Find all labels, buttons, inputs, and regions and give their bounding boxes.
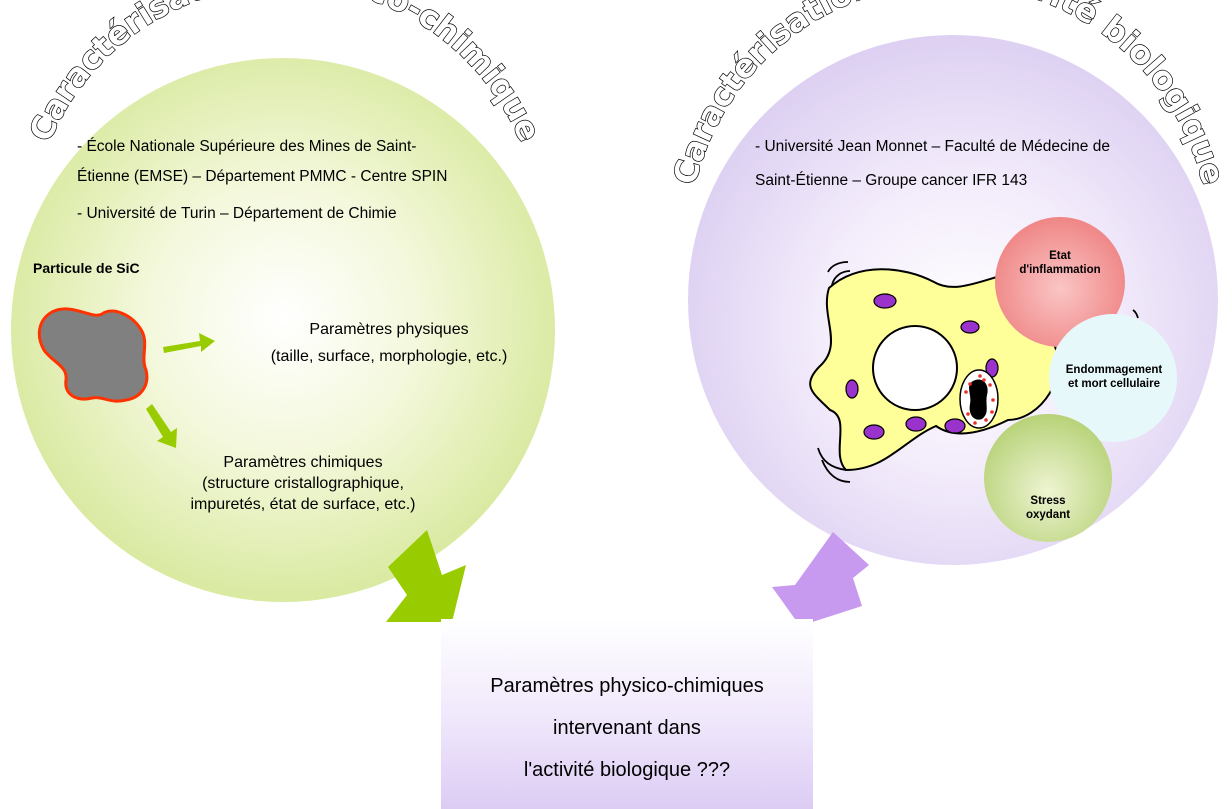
conclusion-line-3: l'activité biologique ??? [523,759,731,781]
cell-death-bubble-label: Endommagement et mort cellulaire [1052,363,1176,391]
arrow-to-chemical-params [146,404,177,448]
right-institution-line-2: Saint-Étienne – Groupe cancer IFR 143 [755,172,1028,189]
chemical-params-detail-1: (structure cristallographique, [202,475,404,492]
conclusion-box: Paramètres physico-chimiques intervenant… [441,619,813,809]
chemical-params: Paramètres chimiques (structure cristall… [148,452,458,515]
inflammation-line-1: Etat [1049,250,1071,262]
oxidative-stress-line-2: oxydant [1025,509,1071,521]
conclusion-line-1: Paramètres physico-chimiques [490,675,764,697]
arrow-to-physical-params [163,333,215,353]
inflammation-bubble [995,217,1125,347]
oxidative-stress-line-1: Stress [1030,495,1066,507]
sic-particle [37,307,149,403]
purple-down-arrow [772,532,869,626]
cell-death-line-1: Endommagement [1065,364,1163,376]
cell-nucleus [872,325,958,411]
particle-label: Particule de SiC [33,260,140,276]
engulfed-particle [969,379,988,420]
physical-params-title: Paramètres physiques [309,321,469,338]
left-institution-line-3: - Université de Turin – Département de C… [77,205,397,222]
physical-params: Paramètres physiques (taille, surface, m… [224,318,554,368]
vesicles [845,293,999,440]
inflammation-line-2: d'inflammation [1019,264,1101,276]
motion-lines [817,261,1139,483]
conclusion-line-2: intervenant dans [553,717,701,739]
physical-params-detail: (taille, surface, morphologie, etc.) [270,348,508,365]
inflammation-dots [964,374,995,425]
green-down-arrow [386,530,466,622]
inflammation-bubble-label: Etat d'inflammation [1000,249,1120,277]
oxidative-stress-bubble-label: Stress oxydant [988,494,1108,522]
cell-death-bubble [1049,314,1177,442]
left-institution-line-2: Étienne (EMSE) – Département PMMC - Cent… [77,168,448,185]
cell-death-line-2: et mort cellulaire [1067,378,1161,390]
conclusion-text: Paramètres physico-chimiques intervenant… [441,665,813,791]
oxidative-stress-bubble [984,414,1112,542]
left-institution-line-1: - École Nationale Supérieure des Mines d… [77,138,417,155]
physico-chemical-circle [11,58,555,602]
right-institution-line-1: - Université Jean Monnet – Faculté de Mé… [755,138,1110,155]
chemical-params-detail-2: impuretés, état de surface, etc.) [190,496,416,513]
chemical-params-title: Paramètres chimiques [223,454,383,471]
